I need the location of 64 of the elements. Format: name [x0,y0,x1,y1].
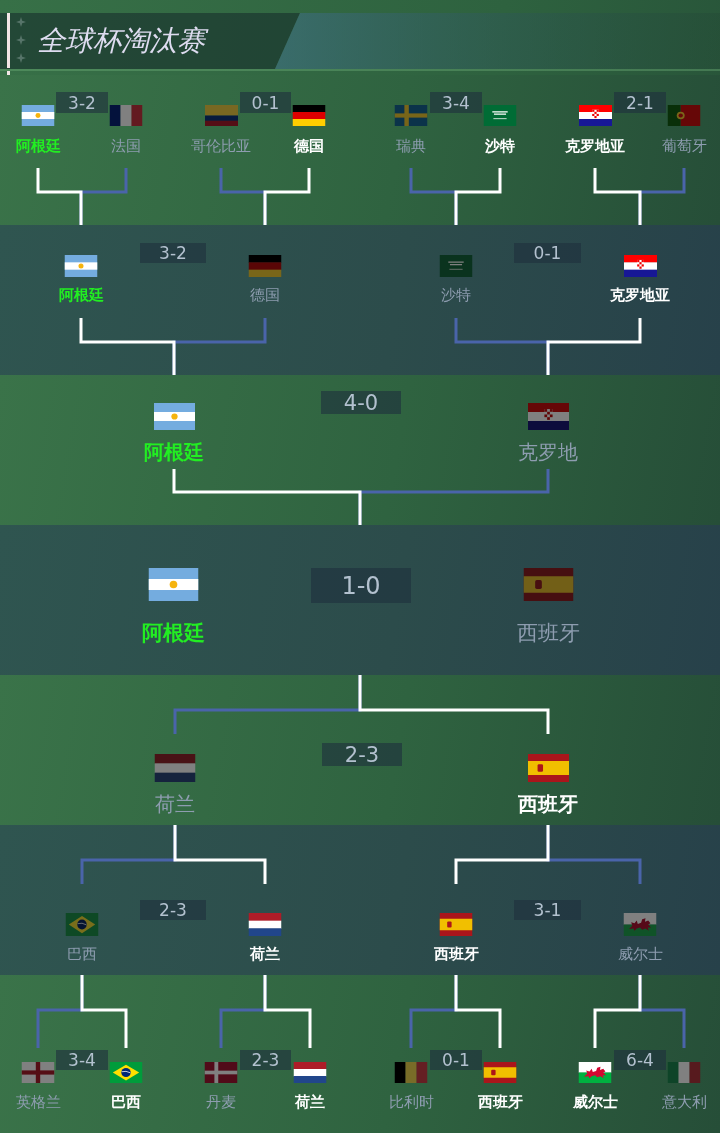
team-name: 比利时 [388,1093,434,1111]
row-band [0,825,720,975]
bracket-line [358,675,550,734]
team-name: 威尔士 [572,1093,618,1111]
score-box: 3-4 [430,92,482,113]
team-name: 意大利 [661,1093,707,1111]
team-name: 沙特 [485,137,515,155]
bracket-line [36,168,83,225]
team-name: 巴西 [67,945,97,963]
team-name: 巴西 [111,1093,141,1111]
score-box: 0-1 [240,92,291,113]
row-band [0,375,720,525]
score-box: 3-4 [56,1050,108,1070]
team-name: 荷兰 [155,792,195,816]
bracket-line [546,318,642,375]
bracket-line [263,168,311,225]
team-name: 德国 [294,137,324,155]
bracket-line [593,975,642,1048]
team-name: 英格兰 [15,1093,61,1111]
team-name: 西班牙 [516,621,580,646]
row-band [0,75,720,225]
team-name: 荷兰 [250,945,280,963]
score-box: 2-3 [322,743,402,766]
score-box: 3-2 [140,243,206,263]
team-name: 瑞典 [396,137,426,155]
row-band [0,225,720,375]
score-box: 4-0 [321,391,401,414]
bracket-line [263,975,312,1048]
team-name: 阿根廷 [58,286,104,304]
score-box: 2-3 [140,900,206,920]
team-name: 克罗地 [518,440,578,464]
bracket-line [79,318,176,375]
team-name: 哥伦比亚 [191,137,251,155]
team-name: 葡萄牙 [661,137,707,155]
score-box: 2-1 [614,92,666,113]
score-box: 3-2 [56,92,108,113]
team-name: 西班牙 [433,945,479,963]
team-name: 德国 [250,286,280,304]
score-box: 0-1 [514,243,581,263]
team-name: 阿根廷 [144,440,204,464]
bracket-line [454,168,502,225]
team-name: 丹麦 [206,1093,236,1111]
score-box: 6-4 [614,1050,666,1070]
score-box: 1-0 [311,568,411,603]
bracket-line [454,825,550,884]
team-name: 威尔士 [617,945,663,963]
bracket-line [172,469,362,525]
team-name: 克罗地亚 [565,137,625,155]
bracket-line [80,975,128,1048]
team-name: 法国 [111,137,141,155]
team-name: 西班牙 [518,792,578,816]
bracket-line [173,825,267,884]
row-band [0,525,720,675]
bracket-line [454,975,502,1048]
score-box: 2-3 [240,1050,291,1070]
score-box: 3-1 [514,900,581,920]
bracket-line [593,168,642,225]
team-name: 克罗地亚 [610,286,670,304]
team-name: 沙特 [441,286,471,304]
team-name: 阿根廷 [15,137,61,155]
team-name: 西班牙 [477,1093,523,1111]
score-box: 0-1 [430,1050,482,1070]
team-name: 荷兰 [295,1093,325,1111]
team-name: 阿根廷 [141,621,205,646]
